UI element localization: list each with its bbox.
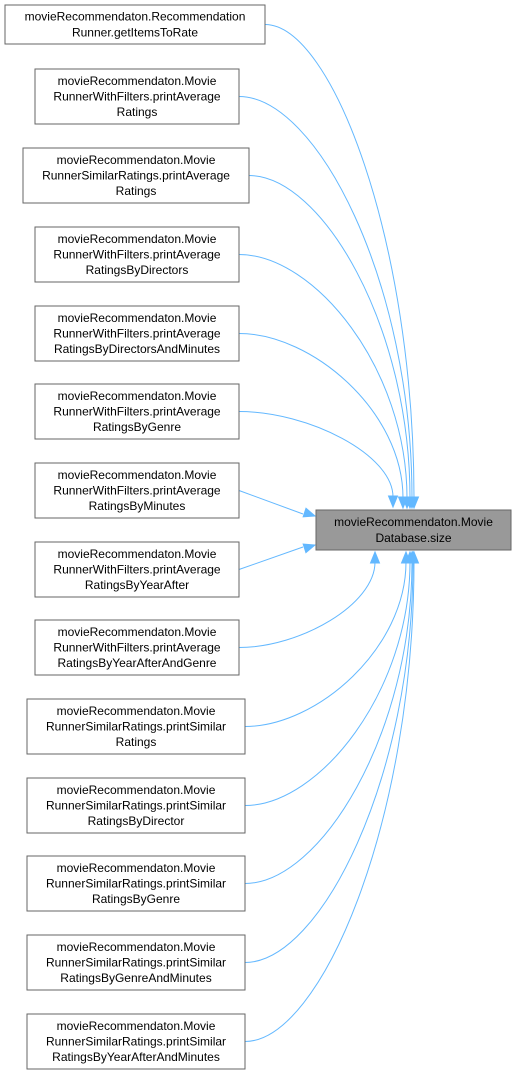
caller-node-12-label-line: RatingsByGenreAndMinutes bbox=[60, 971, 211, 985]
caller-node-0[interactable]: movieRecommendaton.RecommendationRunner.… bbox=[4, 4, 266, 45]
caller-node-13-label-line: RatingsByYearAfterAndMinutes bbox=[52, 1050, 220, 1064]
caller-node-0-box bbox=[4, 4, 266, 45]
edge-0 bbox=[264, 24, 415, 499]
caller-node-9-box bbox=[26, 698, 246, 755]
target-node-box bbox=[315, 509, 512, 551]
edge-11 bbox=[244, 561, 413, 884]
edge-3 bbox=[238, 254, 408, 499]
caller-node-6-label-line: RatingsByMinutes bbox=[89, 499, 186, 513]
caller-node-9-label-line: Ratings bbox=[116, 735, 157, 749]
caller-node-8-label-line: RunnerWithFilters.printAverage bbox=[53, 641, 221, 655]
caller-node-1[interactable]: movieRecommendaton.MovieRunnerWithFilter… bbox=[34, 68, 240, 125]
caller-node-2[interactable]: movieRecommendaton.MovieRunnerSimilarRat… bbox=[22, 147, 250, 204]
caller-node-11-label-line: RunnerSimilarRatings.printSimilar bbox=[46, 877, 226, 891]
caller-node-6[interactable]: movieRecommendaton.MovieRunnerWithFilter… bbox=[34, 462, 240, 519]
caller-node-10-box bbox=[26, 777, 246, 834]
caller-node-9-label-line: movieRecommendaton.Movie bbox=[57, 704, 216, 718]
edge-6 bbox=[238, 490, 304, 515]
caller-node-7-box bbox=[34, 541, 240, 598]
edge-9 bbox=[244, 561, 407, 727]
caller-node-0-label-line: Runner.getItemsToRate bbox=[72, 25, 198, 39]
caller-node-12-label-line: RunnerSimilarRatings.printSimilar bbox=[46, 956, 226, 970]
caller-node-9[interactable]: movieRecommendaton.MovieRunnerSimilarRat… bbox=[26, 698, 246, 755]
caller-node-2-box bbox=[22, 147, 250, 204]
caller-node-4-box bbox=[34, 305, 240, 362]
caller-node-1-label-line: Ratings bbox=[117, 105, 158, 119]
edge-8 bbox=[238, 561, 376, 648]
caller-node-5-label-line: RatingsByGenre bbox=[93, 420, 181, 434]
edge-arrowhead-8 bbox=[369, 550, 381, 564]
caller-node-10-label-line: RunnerSimilarRatings.printSimilar bbox=[46, 799, 226, 813]
caller-node-2-label-line: Ratings bbox=[116, 184, 157, 198]
edge-arrowhead-4 bbox=[397, 496, 409, 510]
caller-node-5-label-line: movieRecommendaton.Movie bbox=[58, 389, 217, 403]
caller-node-7[interactable]: movieRecommendaton.MovieRunnerWithFilter… bbox=[34, 541, 240, 598]
caller-node-8[interactable]: movieRecommendaton.MovieRunnerWithFilter… bbox=[34, 619, 240, 676]
caller-node-8-label-line: RatingsByYearAfterAndGenre bbox=[58, 656, 217, 670]
caller-node-6-box bbox=[34, 462, 240, 519]
edge-4 bbox=[238, 333, 404, 499]
caller-node-13[interactable]: movieRecommendaton.MovieRunnerSimilarRat… bbox=[26, 1013, 246, 1070]
caller-node-7-label-line: RatingsByYearAfter bbox=[85, 578, 189, 592]
caller-node-5-label-line: RunnerWithFilters.printAverage bbox=[53, 405, 221, 419]
caller-node-2-label-line: movieRecommendaton.Movie bbox=[57, 153, 216, 167]
edge-13 bbox=[244, 561, 415, 1042]
caller-node-1-label-line: movieRecommendaton.Movie bbox=[58, 74, 217, 88]
caller-node-7-label-line: movieRecommendaton.Movie bbox=[58, 547, 217, 561]
edge-2 bbox=[248, 175, 411, 499]
edge-12 bbox=[244, 561, 414, 963]
caller-node-1-box bbox=[34, 68, 240, 125]
caller-node-4-label-line: movieRecommendaton.Movie bbox=[58, 311, 217, 325]
edge-arrowhead-13 bbox=[408, 550, 420, 564]
caller-node-13-box bbox=[26, 1013, 246, 1070]
caller-node-11-label-line: movieRecommendaton.Movie bbox=[57, 861, 216, 875]
caller-node-10[interactable]: movieRecommendaton.MovieRunnerSimilarRat… bbox=[26, 777, 246, 834]
caller-node-13-label-line: RunnerSimilarRatings.printSimilar bbox=[46, 1035, 226, 1049]
caller-node-9-label-line: RunnerSimilarRatings.printSimilar bbox=[46, 720, 226, 734]
caller-node-3-label-line: movieRecommendaton.Movie bbox=[58, 232, 217, 246]
caller-node-8-box bbox=[34, 619, 240, 676]
caller-node-6-label-line: movieRecommendaton.Movie bbox=[58, 468, 217, 482]
caller-node-2-label-line: RunnerSimilarRatings.printAverage bbox=[42, 169, 230, 183]
caller-node-5-box bbox=[34, 383, 240, 440]
edges-layer bbox=[238, 24, 420, 1042]
caller-node-3-label-line: RunnerWithFilters.printAverage bbox=[53, 248, 221, 262]
target-node-label-line: movieRecommendaton.Movie bbox=[334, 515, 493, 529]
caller-node-5[interactable]: movieRecommendaton.MovieRunnerWithFilter… bbox=[34, 383, 240, 440]
caller-node-1-label-line: RunnerWithFilters.printAverage bbox=[53, 90, 221, 104]
edge-arrowhead-7 bbox=[302, 543, 317, 554]
caller-node-4-label-line: RatingsByDirectorsAndMinutes bbox=[54, 342, 220, 356]
caller-node-0-label-line: movieRecommendaton.Recommendation bbox=[25, 10, 246, 24]
caller-node-12[interactable]: movieRecommendaton.MovieRunnerSimilarRat… bbox=[26, 934, 246, 991]
caller-node-12-box bbox=[26, 934, 246, 991]
caller-node-4-label-line: RunnerWithFilters.printAverage bbox=[53, 327, 221, 341]
caller-node-4[interactable]: movieRecommendaton.MovieRunnerWithFilter… bbox=[34, 305, 240, 362]
caller-node-11-box bbox=[26, 855, 246, 912]
caller-node-10-label-line: movieRecommendaton.Movie bbox=[57, 783, 216, 797]
nodes-layer: movieRecommendaton.RecommendationRunner.… bbox=[4, 4, 512, 1070]
target-node-label-line: Database.size bbox=[375, 531, 451, 545]
caller-node-11-label-line: RatingsByGenre bbox=[92, 892, 180, 906]
caller-node-6-label-line: RunnerWithFilters.printAverage bbox=[53, 484, 221, 498]
edge-5 bbox=[238, 411, 394, 498]
edge-10 bbox=[244, 561, 411, 806]
edge-arrowhead-6 bbox=[302, 507, 317, 518]
edge-arrowhead-5 bbox=[387, 495, 399, 509]
caller-node-3-label-line: RatingsByDirectors bbox=[86, 263, 189, 277]
caller-node-3-box bbox=[34, 226, 240, 283]
caller-node-13-label-line: movieRecommendaton.Movie bbox=[57, 1019, 216, 1033]
caller-node-3[interactable]: movieRecommendaton.MovieRunnerWithFilter… bbox=[34, 226, 240, 283]
caller-node-7-label-line: RunnerWithFilters.printAverage bbox=[53, 563, 221, 577]
caller-node-12-label-line: movieRecommendaton.Movie bbox=[57, 940, 216, 954]
caller-node-8-label-line: movieRecommendaton.Movie bbox=[58, 625, 217, 639]
edge-7 bbox=[238, 546, 304, 570]
caller-node-10-label-line: RatingsByDirector bbox=[88, 814, 185, 828]
edge-1 bbox=[238, 96, 413, 499]
caller-node-11[interactable]: movieRecommendaton.MovieRunnerSimilarRat… bbox=[26, 855, 246, 912]
